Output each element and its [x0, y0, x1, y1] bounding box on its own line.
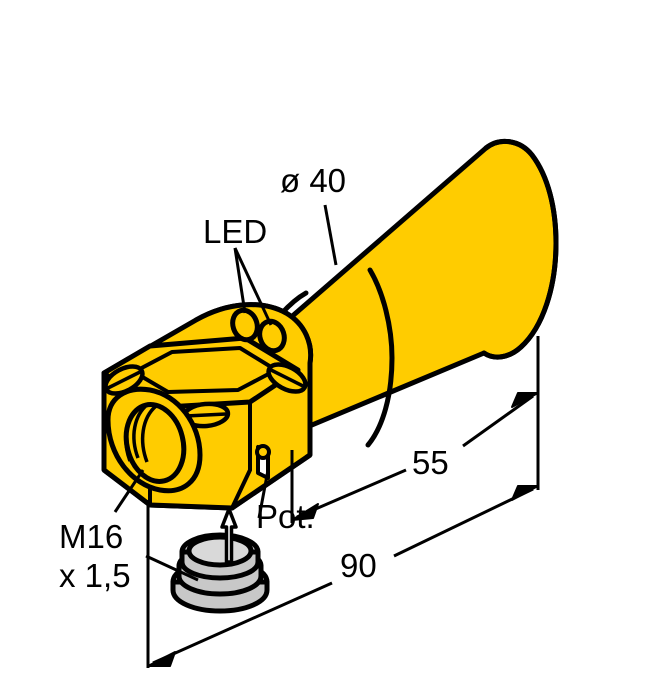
dim-90-line-left — [152, 581, 333, 665]
cap-insertion-arrow-icon — [220, 507, 238, 564]
thread-port-leader-line — [113, 469, 145, 513]
dim-90-line-right — [393, 487, 534, 558]
sealing-cap — [170, 507, 270, 614]
led-leader-line-1 — [233, 247, 247, 314]
cap-leader-line — [145, 554, 199, 582]
pot-leader-line — [257, 469, 270, 519]
thread-major-label: M16 — [59, 518, 123, 555]
barrel-seam-line — [365, 267, 395, 448]
dimension-55: 55 — [291, 392, 539, 521]
sensor-head-housing — [101, 302, 314, 511]
dim-90-arrow-right — [511, 485, 539, 501]
mounting-slot-left-line — [107, 370, 141, 390]
thread-pitch-label: x 1,5 — [59, 557, 131, 594]
diameter-leader-line — [323, 204, 338, 266]
dim-90-arrow-left — [147, 651, 176, 667]
dimension-extension-lines — [146, 336, 540, 668]
barrel-end-cap — [481, 138, 559, 360]
mounting-slot-right-line — [270, 368, 304, 388]
dim-55-arrow-left — [291, 503, 319, 521]
thread-ring-1 — [124, 406, 142, 462]
dim-55-value: 55 — [412, 444, 449, 481]
cap-top-face — [186, 534, 254, 568]
dim-55-arrow-right — [511, 392, 539, 408]
thread-ring-2 — [132, 402, 150, 459]
text-labels: ø 40 LED Pot. M16 x 1,5 — [59, 162, 346, 594]
dim-55-line-right — [462, 394, 534, 448]
led-indicator-2 — [257, 318, 287, 354]
led-indicator-1 — [230, 307, 260, 343]
callout-leaders — [113, 204, 338, 582]
dimension-lines: 55 90 — [147, 392, 539, 667]
dimension-90: 90 — [147, 485, 539, 667]
diameter-label: ø 40 — [280, 162, 346, 199]
led-label: LED — [203, 213, 267, 250]
thread-ring-3 — [140, 404, 158, 463]
head-inner-right-edge — [230, 402, 252, 509]
dim-90-value: 90 — [340, 547, 377, 584]
led-leader-line-2 — [233, 247, 273, 326]
mounting-slot-front-line — [185, 412, 227, 418]
pot-label: Pot. — [256, 498, 315, 535]
pot-screw — [255, 444, 271, 460]
led-indicators — [230, 307, 287, 354]
threaded-cable-port — [105, 386, 203, 494]
